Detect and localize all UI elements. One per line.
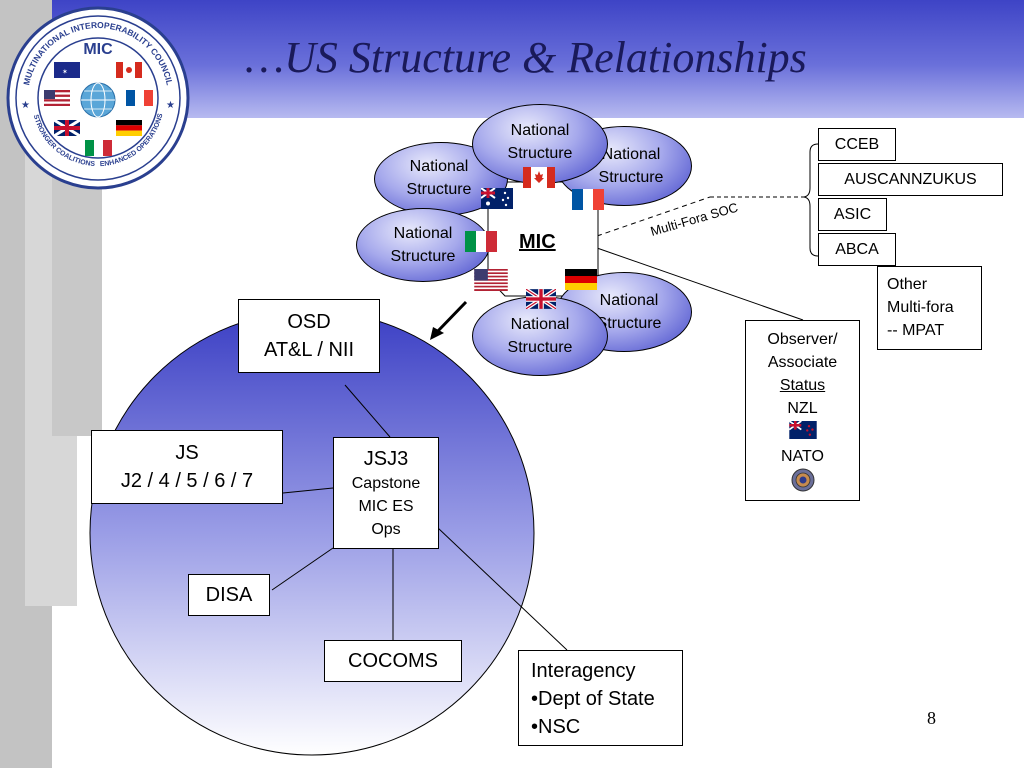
italy-flag bbox=[465, 231, 497, 252]
uk-flag bbox=[526, 289, 556, 309]
mic-logo: MULTINATIONAL INTEROPERABILITY COUNCIL S… bbox=[4, 4, 192, 192]
logo-center-text: MIC bbox=[83, 41, 113, 58]
us-structure-circle bbox=[89, 310, 535, 756]
observer-associate-box: Observer/ Associate Status NZL NATO bbox=[745, 320, 860, 501]
logo-flag-germany bbox=[116, 120, 142, 136]
disa-box: DISA bbox=[188, 574, 270, 616]
abca-box: ABCA bbox=[818, 233, 896, 266]
nato-emblem-icon bbox=[791, 468, 814, 492]
interagency-box: Interagency •Dept of State •NSC bbox=[518, 650, 683, 746]
star-icon: ★ bbox=[166, 100, 175, 111]
js-box: JS J2 / 4 / 5 / 6 / 7 bbox=[91, 430, 283, 504]
page-number: 8 bbox=[927, 708, 936, 728]
jsj3-box: JSJ3 Capstone MIC ES Ops bbox=[333, 437, 439, 549]
asic-box: ASIC bbox=[818, 198, 887, 231]
svg-text:✶: ✶ bbox=[62, 68, 68, 76]
logo-flag-france bbox=[126, 90, 153, 106]
logo-flag-canada bbox=[116, 62, 142, 78]
mic-center-label: MIC bbox=[519, 231, 556, 253]
new-zealand-flag bbox=[788, 421, 817, 439]
logo-flag-italy bbox=[85, 140, 112, 156]
australia-flag bbox=[481, 188, 513, 209]
auscannzukus-box: AUSCANNZUKUS bbox=[818, 163, 1003, 196]
osd-box: OSD AT&L / NII bbox=[238, 299, 380, 373]
canada-flag bbox=[523, 167, 555, 188]
logo-flag-usa bbox=[44, 90, 70, 106]
multi-fora-soc-label: Multi-Fora SOC bbox=[649, 200, 740, 239]
other-multi-fora-box: Other Multi-fora -- MPAT bbox=[877, 266, 982, 350]
usa-flag bbox=[474, 269, 508, 291]
logo-flag-australia: ✶ bbox=[54, 62, 80, 78]
globe-icon bbox=[80, 82, 116, 118]
germany-flag bbox=[565, 269, 597, 290]
star-icon: ★ bbox=[21, 100, 30, 111]
france-flag bbox=[572, 189, 604, 210]
slide-title: …US Structure & Relationships bbox=[245, 33, 807, 82]
cocoms-box: COCOMS bbox=[324, 640, 462, 682]
cceb-box: CCEB bbox=[818, 128, 896, 161]
logo-flag-uk bbox=[53, 118, 81, 138]
